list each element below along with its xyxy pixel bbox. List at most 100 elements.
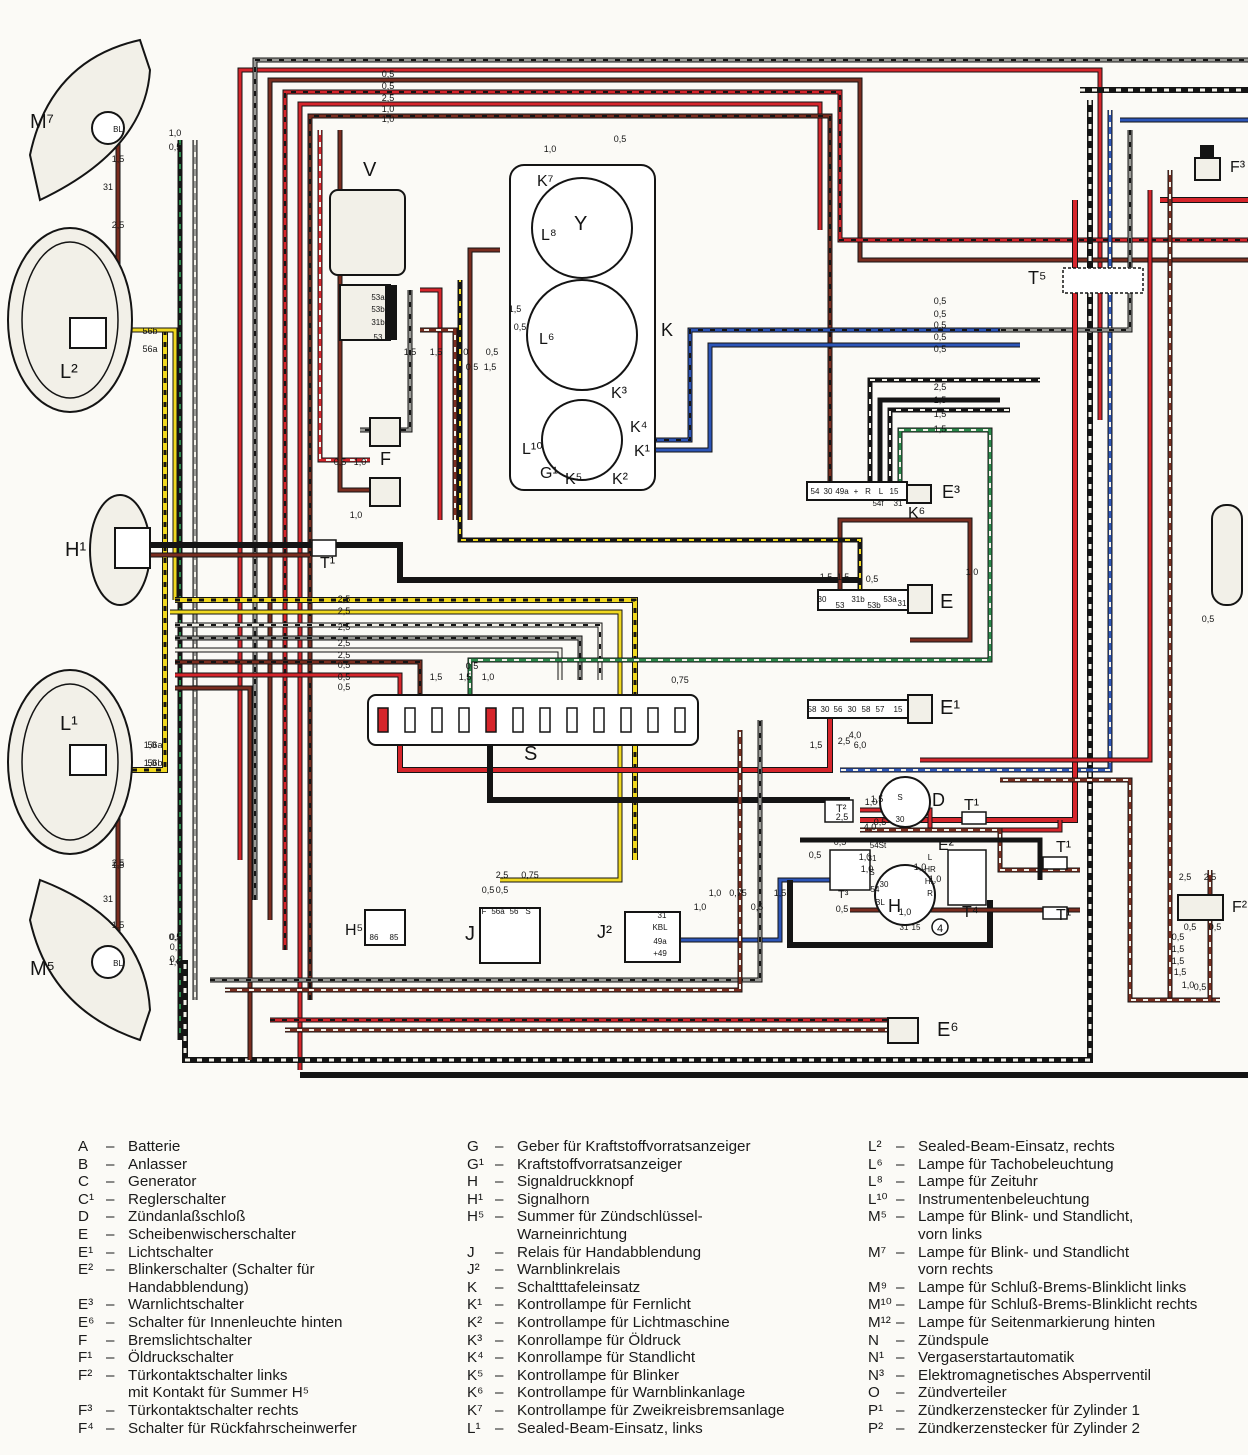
wire-gauge-label: 0,5	[382, 81, 395, 91]
wire-gauge-label: 0,5	[482, 885, 495, 895]
wire-stripe	[420, 329, 456, 520]
legend-description: Konrollampe für Standlicht	[517, 1349, 696, 1367]
terminal-label: 30	[848, 705, 857, 714]
wire-gauge-label: 1,0	[382, 104, 395, 114]
legend-code: F²	[78, 1366, 93, 1384]
wire-gauge-label: 2,5	[338, 594, 351, 604]
wire	[238, 68, 1102, 860]
legend-dash: –	[896, 1313, 905, 1331]
legend-description: Lampe für Zeituhr	[918, 1173, 1038, 1191]
wire-stripe	[889, 409, 1010, 500]
wire-outline	[282, 89, 1248, 950]
legend-dash: –	[106, 1349, 115, 1367]
terminal-label: 53a	[371, 293, 385, 302]
legend-description: Vergaserstartautomatik	[918, 1349, 1075, 1367]
buzzer-h5	[364, 909, 406, 946]
wire-stripe	[869, 379, 1040, 500]
legend-entry: K⁷–Kontrollampe für Zweikreisbremsanlage	[467, 1402, 785, 1420]
legend-dash: –	[106, 1296, 115, 1314]
terminal-label: 15	[890, 487, 899, 496]
fuse	[620, 707, 632, 733]
wire-gauge-label: 2,5	[338, 650, 351, 660]
legend-entry: M¹⁰–Lampe für Schluß-Brems-Blinklicht re…	[868, 1296, 1197, 1314]
wire-stripe	[210, 720, 761, 981]
legend-entry: K⁵–Kontrollampe für Blinker	[467, 1367, 785, 1385]
legend-code: O	[868, 1384, 880, 1402]
legend-description: Lampe für Tachobeleuchtung	[918, 1155, 1114, 1173]
wire-gauge-label: 0,5	[170, 932, 183, 942]
wire-gauge-label: 0,5	[1209, 922, 1222, 932]
wire	[420, 288, 442, 520]
legend-entry: H¹–Signalhorn	[467, 1191, 785, 1209]
legend-entry: M⁵–Lampe für Blink- und Standlicht,	[868, 1208, 1197, 1226]
terminal-label: 31	[868, 854, 877, 863]
wire-gauge-label: 1,0	[859, 852, 872, 862]
wire-gauge-label: 1,5	[484, 362, 497, 372]
turn-signal-switch-e2	[874, 864, 949, 936]
wiper-motor-v	[329, 189, 406, 341]
terminal-label: 49a	[835, 487, 849, 496]
legend-code: K⁵	[467, 1366, 484, 1384]
wire	[175, 648, 562, 680]
legend-entry: E–Scheibenwischerschalter	[78, 1226, 357, 1244]
wire-outline	[467, 247, 500, 520]
legend-code: K¹	[467, 1296, 483, 1314]
legend-dash: –	[106, 1155, 115, 1173]
terminal-label: +	[854, 487, 859, 496]
terminal-label: KBL	[652, 923, 668, 932]
legend-code: G	[467, 1138, 479, 1155]
component-label-t1c: T¹	[1056, 839, 1071, 856]
legend-entry: C¹–Reglerschalter	[78, 1191, 357, 1209]
legend-entry: E³–Warnlichtschalter	[78, 1296, 357, 1314]
legend-dash: –	[896, 1349, 905, 1367]
component-label-t2: T²	[836, 803, 847, 815]
wire-gauge-label: 2,5	[338, 638, 351, 648]
legend-entry: G¹–Kraftstoffvorratsanzeiger	[467, 1156, 785, 1174]
wire-gauge-label: 1,5	[430, 347, 443, 357]
wire-gauge-label: 1,0	[694, 902, 707, 912]
wire-gauge-label: 1,5	[934, 395, 947, 405]
legend-dash: –	[495, 1261, 504, 1279]
legend-description: Batterie	[128, 1138, 181, 1155]
headlight-l2	[7, 227, 133, 413]
wire-gauge-label: 2,5	[934, 382, 947, 392]
legend-continuation: Handabblendung)	[128, 1278, 249, 1296]
fuse	[458, 707, 470, 733]
component-label-l2: L²	[60, 361, 78, 383]
wire-gauge-label: 1,5	[810, 740, 823, 750]
wire-gauge-label: 1,5	[1172, 956, 1185, 966]
wire-gauge-label: 31	[103, 182, 113, 192]
legend-code: K⁷	[467, 1401, 483, 1419]
wire-gauge-label: 1,5	[509, 304, 522, 314]
wire-gauge-label: 0,75	[671, 675, 689, 685]
wire-gauge-label: 1,0	[899, 907, 912, 917]
wire-gauge-label: 1,0	[354, 457, 367, 467]
wire-stripe	[254, 59, 1248, 900]
wire-gauge-label: 0,5	[1172, 932, 1185, 942]
legend-entry: K²–Kontrollampe für Lichtmaschine	[467, 1314, 785, 1332]
fuse	[674, 707, 686, 733]
legend-description: Generator	[128, 1173, 197, 1191]
legend-entry: E²–Blinkerschalter (Schalter für	[78, 1261, 357, 1279]
terminal-label: L	[928, 853, 933, 862]
terminal-label: 15	[894, 705, 903, 714]
wire-stripe	[1000, 779, 1211, 1001]
component-label-k2: K²	[612, 471, 629, 488]
wire-gauge-label: 0,75	[729, 888, 747, 898]
legend-code: E¹	[78, 1243, 94, 1261]
legend-entry: L¹⁰–Instrumentenbeleuchtung	[868, 1191, 1197, 1209]
component-label-e1: E¹	[940, 697, 960, 719]
legend-dash: –	[896, 1366, 905, 1384]
legend-dash: –	[106, 1208, 115, 1226]
terminal-label: 54f	[872, 499, 884, 508]
legend-dash: –	[106, 1190, 115, 1208]
legend-dash: –	[495, 1366, 504, 1384]
legend-dash: –	[106, 1419, 115, 1437]
terminal-label: 54St	[870, 841, 887, 850]
terminal-label: 86	[370, 933, 379, 942]
component-label-y: Y	[574, 213, 587, 235]
legend-description: Summer für Zündschlüssel-	[517, 1208, 703, 1226]
legend-dash: –	[896, 1173, 905, 1191]
wire-gauge-label: 2,5	[1204, 872, 1217, 882]
